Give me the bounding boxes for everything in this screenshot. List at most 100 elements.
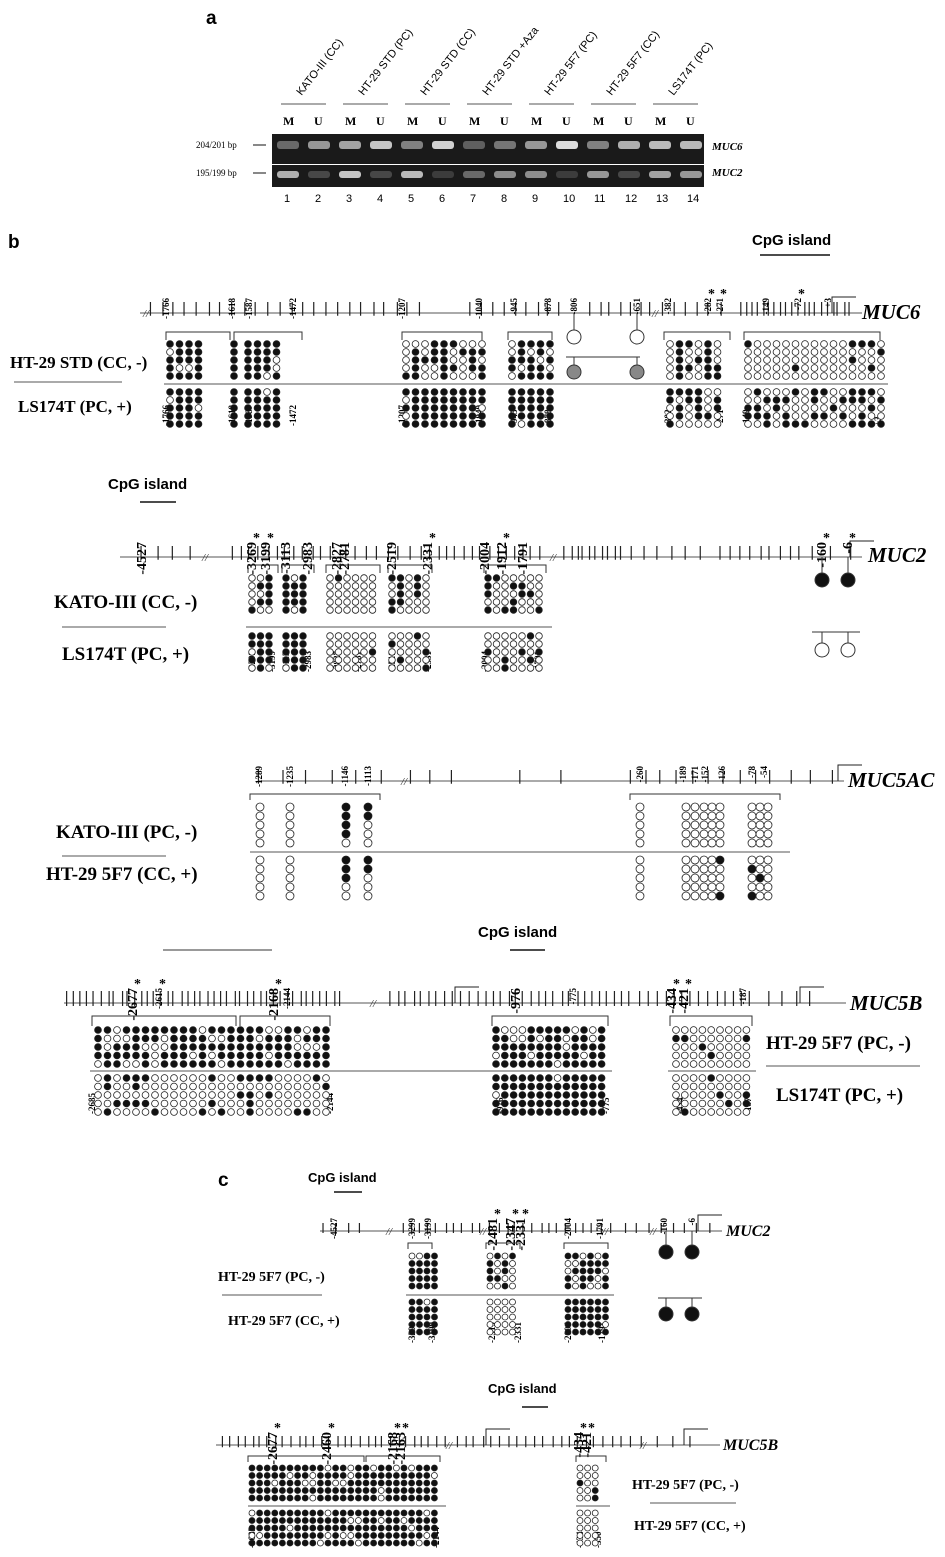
cpg-site-dot [500, 1082, 509, 1091]
cpg-site-dot [675, 388, 684, 396]
cpg-site-dot [334, 590, 343, 598]
cpg-site-dot [579, 1275, 587, 1282]
cpg-site-dot [694, 396, 703, 404]
cpg-site-dot [501, 598, 509, 606]
cpg-site-dot [689, 1091, 698, 1099]
cpg-site-dot [518, 1082, 527, 1091]
cpg-site-dot [263, 1532, 271, 1539]
cpg-site-dot [402, 396, 410, 404]
cpg-site-dot [772, 340, 781, 348]
cpg-site-dot [526, 632, 535, 640]
muc2-methylation-grid [246, 557, 860, 672]
cpg-site-dot [263, 420, 271, 428]
cpg-site-dot [244, 412, 252, 420]
cpg-site-dot [175, 404, 184, 412]
cpg-site-dot [294, 1494, 302, 1502]
cpg-site-dot [501, 606, 509, 614]
cpg-site-dot [303, 1082, 311, 1091]
cpg-site-dot [179, 1051, 188, 1060]
cpg-site-dot [284, 1060, 292, 1068]
gel-band-muc6 [339, 141, 361, 149]
cpg-site-dot [274, 1099, 283, 1108]
cpg-site-dot [385, 1509, 393, 1517]
position-label: -2144 [282, 988, 292, 1009]
cpg-site-dot [299, 582, 307, 590]
position-label: -1235 [285, 766, 295, 787]
c-muc2-sample-2: HT-29 5F7 (CC, +) [228, 1314, 340, 1329]
cpg-site-dot [179, 1043, 188, 1051]
muc6-block: CpG island MUC6 HT-29 STD (CC, -) LS174T… [10, 232, 921, 428]
cpg-site-dot [385, 1524, 393, 1532]
cpg-site-dot [527, 340, 535, 348]
cpg-site-dot [255, 1034, 264, 1043]
cpg-site-dot [848, 420, 857, 428]
cpg-site-dot [332, 1464, 340, 1472]
cpg-site-dot [635, 802, 645, 812]
cpg-site-dot [430, 372, 439, 380]
cpg-site-dot [486, 1298, 494, 1306]
cpg-site-dot [274, 1051, 283, 1060]
cpg-site-dot [253, 412, 262, 420]
cpg-site-dot [303, 1034, 311, 1043]
cpg-site-dot [166, 372, 174, 380]
cpg-site-dot [431, 1328, 438, 1336]
cpg-site-dot [546, 356, 554, 364]
cpg-site-dot [576, 1472, 584, 1479]
muc2-block: CpG island MUC2 KATO-III (CC, -) LS174T … [54, 476, 927, 672]
cpg-site-dot [588, 1026, 597, 1034]
cpg-site-dot [113, 1034, 121, 1043]
cpg-site-dot [405, 648, 413, 656]
cpg-site-dot [309, 1532, 317, 1539]
position-label: -3299 [407, 1218, 417, 1239]
cpg-site-dot [246, 1026, 254, 1034]
cpg-site-dot [576, 1464, 584, 1472]
tss-arrow [697, 1214, 722, 1231]
cpg-site-dot [500, 1074, 509, 1082]
cpg-site-dot [763, 811, 773, 821]
cpg-site-dot [716, 1051, 724, 1060]
cpg-site-dot [408, 1472, 416, 1479]
cpg-site-dot [272, 356, 281, 364]
amplicon-bracket [365, 1455, 441, 1462]
cpg-site-dot [801, 404, 809, 412]
muc5ac-block: MUC5AC KATO-III (PC, -) HT-29 5F7 (CC, +… [46, 764, 935, 901]
star-marker: * [588, 1421, 595, 1436]
cpg-site-dot [431, 1306, 438, 1313]
cpg-site-dot [579, 1252, 587, 1260]
cpg-site-dot [468, 396, 477, 404]
cpg-site-dot [564, 1306, 572, 1313]
cpg-site-dot [278, 1517, 286, 1524]
cpg-site-dot [724, 1034, 733, 1043]
cpg-site-dot [423, 1509, 431, 1517]
cpg-site-dot [602, 1275, 609, 1282]
cpg-site-dot [151, 1034, 159, 1043]
cpg-site-dot [742, 1051, 751, 1060]
cpg-site-dot [194, 420, 203, 428]
cpg-site-dot [848, 404, 857, 412]
cpg-site-dot [341, 829, 351, 839]
cpg-site-dot [334, 640, 343, 648]
cpg-site-dot [166, 396, 174, 404]
cpg-site-dot [536, 420, 545, 428]
cpg-site-dot [368, 632, 377, 640]
cpg-site-dot [316, 1509, 324, 1517]
cpg-site-dot [690, 882, 700, 892]
lollipop-head [684, 1306, 700, 1322]
cpg-site-dot [316, 1494, 324, 1502]
amplicon-bracket [575, 1455, 607, 1462]
cpg-site-dot [198, 1026, 207, 1034]
cpg-site-dot [347, 1532, 355, 1539]
cpg-site-dot [576, 1479, 584, 1487]
cpg-site-dot [680, 1034, 689, 1043]
cpg-site-dot [772, 404, 781, 412]
axis-break: // [369, 998, 377, 1010]
gel-band-muc2 [494, 171, 516, 178]
cpg-site-dot [576, 1524, 584, 1532]
cpg-site-dot [763, 891, 773, 901]
cpg-site-dot [286, 1479, 294, 1487]
cpg-site-dot [377, 1472, 385, 1479]
amplicon-bracket [325, 564, 381, 573]
muc6-methylation-grid [164, 313, 888, 428]
cpg-site-dot [322, 1026, 330, 1034]
cpg-site-dot [704, 404, 712, 412]
